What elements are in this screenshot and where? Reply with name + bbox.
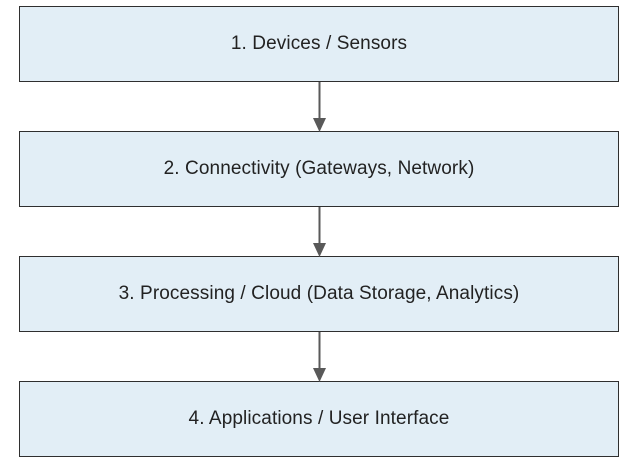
layer-label: 2. Connectivity (Gateways, Network) [163,158,475,179]
layer-box-devices-sensors: 1. Devices / Sensors [19,6,619,82]
layer-label: 4. Applications / User Interface [188,408,450,429]
layer-label: 3. Processing / Cloud (Data Storage, Ana… [118,283,520,304]
arrow-3-to-4 [313,332,326,382]
arrow-1-to-2 [313,82,326,132]
layer-box-processing-cloud: 3. Processing / Cloud (Data Storage, Ana… [19,256,619,332]
arrow-2-to-3 [313,207,326,257]
layer-box-connectivity: 2. Connectivity (Gateways, Network) [19,131,619,207]
layer-box-applications-ui: 4. Applications / User Interface [19,381,619,457]
layer-label: 1. Devices / Sensors [230,33,408,54]
